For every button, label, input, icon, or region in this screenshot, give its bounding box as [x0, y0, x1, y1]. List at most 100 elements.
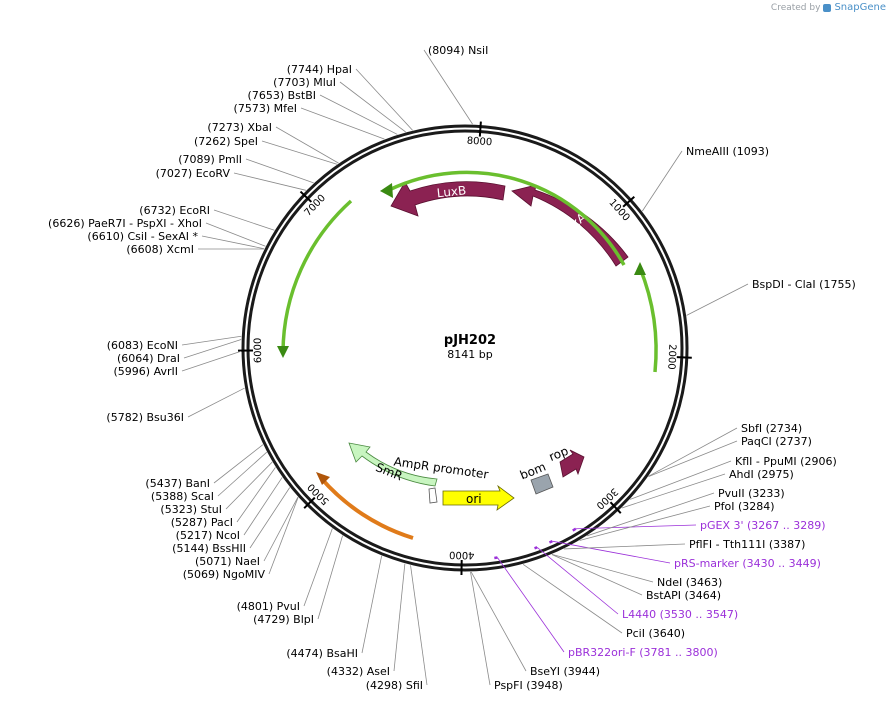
site-leader-line-18 [187, 387, 245, 418]
site-label-13[interactable]: NmeAIII (1093) [686, 145, 769, 158]
primer-label-3[interactable]: pBR322ori-F (3781 .. 3800) [568, 646, 718, 659]
site-leader-line-9 [213, 209, 275, 231]
site-label-4[interactable]: (7573) MfeI [234, 102, 297, 115]
site-label-15[interactable]: (6083) EcoNI [107, 339, 178, 352]
site-label-11[interactable]: (6610) CsiI - SexAI * [87, 230, 198, 243]
site-label-14[interactable]: BspDI - ClaI (1755) [752, 278, 856, 291]
site-label-31[interactable]: (5437) BanI [145, 477, 210, 490]
ori-feature[interactable] [442, 484, 515, 511]
right-green-arrowhead [634, 262, 646, 275]
site-leader-line-29 [470, 571, 527, 672]
site-leader-line-7 [245, 158, 314, 184]
site-label-19[interactable]: SbfI (2734) [741, 422, 802, 435]
site-leader-line-19 [648, 427, 738, 477]
site-label-6[interactable]: (7262) SpeI [194, 135, 258, 148]
site-leader-line-15 [181, 335, 242, 346]
rop-label: rop [547, 444, 570, 464]
site-leader-line-41 [361, 555, 383, 654]
tick-mark-1 [622, 196, 635, 208]
site-leader-line-3 [319, 94, 398, 135]
site-label-18[interactable]: (5782) Bsu36I [106, 411, 184, 424]
site-leader-line-36 [249, 487, 291, 549]
site-label-1[interactable]: (7744) HpaI [287, 63, 352, 76]
site-label-41[interactable]: (4474) BsaHI [286, 647, 358, 660]
site-label-16[interactable]: (6064) DraI [117, 352, 180, 365]
right-green-arc[interactable] [638, 267, 658, 373]
site-leader-line-13 [642, 150, 683, 212]
site-leader-line-26 [551, 554, 654, 583]
site-label-5[interactable]: (7273) XbaI [207, 121, 272, 134]
site-label-7[interactable]: (7089) PmlI [178, 153, 242, 166]
site-label-35[interactable]: (5217) NcoI [176, 529, 240, 542]
tick-label-0: 8000 [466, 136, 492, 149]
primer-label-0[interactable]: pGEX 3' (3267 .. 3289) [700, 519, 826, 532]
site-label-36[interactable]: (5144) BssHII [172, 542, 246, 555]
plasmid-size: 8141 bp [447, 348, 492, 361]
site-label-27[interactable]: BstAPI (3464) [646, 589, 721, 602]
site-label-42[interactable]: (4332) AseI [327, 665, 390, 678]
site-label-38[interactable]: (5069) NgoMIV [183, 568, 266, 581]
left-green-arc[interactable] [281, 199, 353, 353]
tick-label-2: 2000 [665, 344, 677, 370]
site-label-33[interactable]: (5323) StuI [160, 503, 222, 516]
site-label-20[interactable]: PaqCI (2737) [741, 435, 812, 448]
luxa-feature[interactable] [511, 184, 629, 267]
site-leader-line-20 [648, 440, 738, 477]
site-label-9[interactable]: (6732) EcoRI [139, 204, 210, 217]
site-label-24[interactable]: PfoI (3284) [714, 500, 775, 513]
site-label-25[interactable]: PflFI - Tth111I (3387) [689, 538, 805, 551]
site-label-2[interactable]: (7703) MluI [273, 76, 336, 89]
site-label-34[interactable]: (5287) PacI [171, 516, 233, 529]
ori-label: ori [466, 492, 482, 506]
site-leader-line-42 [393, 563, 406, 672]
site-label-43[interactable]: (4298) SfiI [366, 679, 423, 692]
site-label-40[interactable]: (4729) BlpI [253, 613, 314, 626]
site-leader-line-2 [339, 81, 406, 133]
site-label-39[interactable]: (4801) PvuI [237, 600, 300, 613]
site-label-37[interactable]: (5071) NaeI [195, 555, 260, 568]
luxb-label: LuxB [436, 183, 467, 200]
site-leader-line-34 [236, 467, 276, 523]
site-label-23[interactable]: PvuII (3233) [718, 487, 785, 500]
site-label-21[interactable]: KflI - PpuMI (2906) [735, 455, 837, 468]
site-leader-line-10 [205, 222, 266, 247]
site-label-26[interactable]: NdeI (3463) [657, 576, 722, 589]
lux-operon-arc[interactable] [388, 170, 626, 266]
primer-leader-line-2 [536, 547, 619, 615]
primer-leader-line-3 [497, 557, 565, 653]
tick-label-6: 6000 [253, 338, 264, 364]
primer-mark-2 [534, 546, 538, 550]
snapgene-logo-icon [823, 3, 832, 12]
site-leader-line-33 [225, 461, 273, 510]
site-leader-line-4 [300, 107, 385, 140]
tick-mark-7 [299, 190, 313, 203]
site-leader-line-8 [233, 172, 307, 191]
site-label-17[interactable]: (5996) AvrII [114, 365, 178, 378]
site-label-3[interactable]: (7653) BstBI [248, 89, 316, 102]
site-label-28[interactable]: PciI (3640) [626, 627, 685, 640]
site-leader-line-30 [470, 571, 491, 686]
site-label-32[interactable]: (5388) ScaI [151, 490, 214, 503]
site-label-12[interactable]: (6608) XcmI [126, 243, 194, 256]
site-leader-line-32 [217, 451, 267, 497]
site-leader-line-28 [522, 564, 623, 634]
luxb-feature[interactable] [390, 181, 506, 217]
site-label-30[interactable]: PspFI (3948) [494, 679, 563, 692]
primer-label-2[interactable]: L4440 (3530 .. 3547) [622, 608, 738, 621]
site-leader-line-23 [586, 492, 715, 537]
bom-feature[interactable] [530, 473, 554, 495]
orange-arc[interactable] [319, 476, 414, 540]
tick-mark-0 [478, 121, 482, 137]
site-label-29[interactable]: BseYI (3944) [530, 665, 600, 678]
site-label-10[interactable]: (6626) PaeR7I - PspXI - XhoI [48, 217, 202, 230]
site-leader-line-1 [355, 68, 413, 131]
primer-label-1[interactable]: pRS-marker (3430 .. 3449) [674, 557, 821, 570]
site-label-8[interactable]: (7027) EcoRV [156, 167, 231, 180]
primer-leader-line-0 [575, 524, 697, 530]
rop-feature[interactable] [559, 449, 585, 478]
site-label-22[interactable]: AhdI (2975) [729, 468, 794, 481]
ampr-promoter-feature[interactable] [428, 487, 438, 504]
smr-feature[interactable] [348, 442, 438, 487]
site-label-0[interactable]: (8094) NsiI [428, 44, 488, 57]
site-leader-line-43 [410, 565, 428, 686]
